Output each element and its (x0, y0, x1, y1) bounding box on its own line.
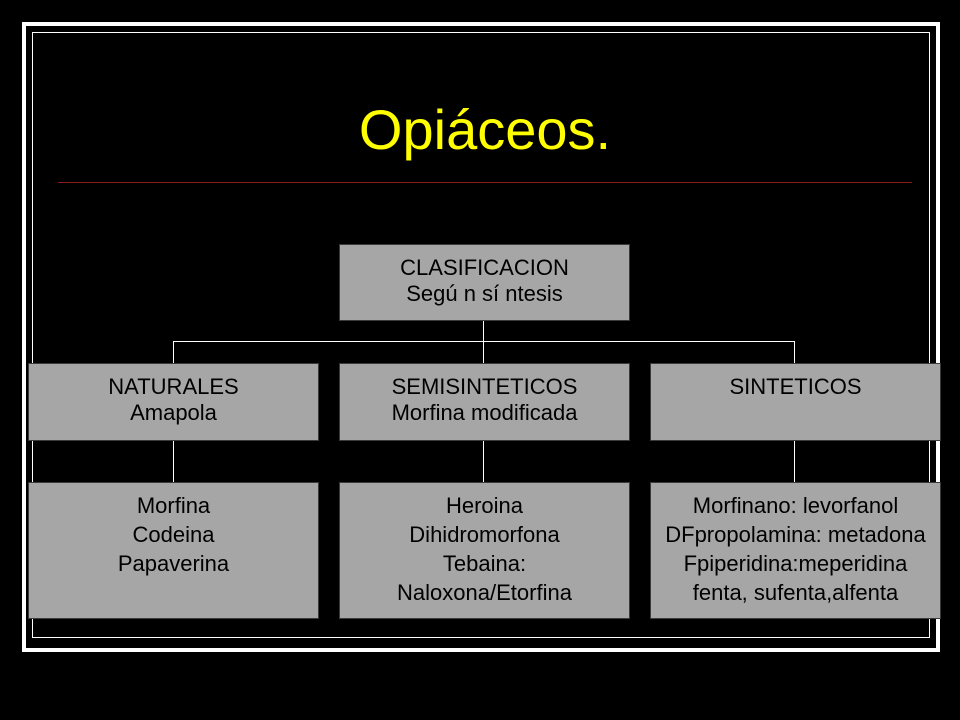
leaf-naturales-line-4 (29, 578, 318, 607)
leaf-naturales-line-2: Codeina (132, 522, 215, 547)
node-sinteticos: SINTETICOS (650, 363, 941, 441)
node-semisinteticos: SEMISINTETICOS Morfina modificada (339, 363, 630, 441)
leaf-sinteticos-line-3: Fpiperidina:meperidina (683, 551, 908, 576)
leaf-semisinteticos-line-3: Tebaina: (442, 551, 527, 576)
slide-frame-outer (22, 22, 940, 652)
connector-horizontal-bar (173, 341, 795, 342)
node-naturales-line-1: NATURALES (108, 374, 239, 399)
node-naturales-examples: Morfina Codeina Papaverina (28, 482, 319, 619)
connector-to-sinteticos (794, 341, 795, 363)
leaf-naturales-line-3: Papaverina (117, 551, 230, 576)
title-divider (58, 182, 912, 183)
connector-to-semisinteticos (483, 341, 484, 363)
node-clasificacion-line-2: Segú n sí ntesis (406, 281, 563, 306)
node-sinteticos-line-1: SINTETICOS (729, 374, 862, 399)
leaf-semisinteticos-line-1: Heroina (445, 493, 524, 518)
connector-semisinteticos-to-leaf (483, 441, 484, 482)
node-naturales: NATURALES Amapola (28, 363, 319, 441)
node-semisinteticos-examples: Heroina Dihidromorfona Tebaina: Naloxona… (339, 482, 630, 619)
leaf-semisinteticos-line-4: Naloxona/Etorfina (397, 580, 572, 605)
leaf-naturales-line-1: Morfina (136, 493, 211, 518)
leaf-sinteticos-line-2: DFpropolamina: metadona (665, 522, 926, 547)
connector-naturales-to-leaf (173, 441, 174, 482)
leaf-semisinteticos-line-2: Dihidromorfona (409, 522, 560, 547)
node-naturales-line-2: Amapola (130, 400, 217, 425)
connector-to-naturales (173, 341, 174, 363)
leaf-sinteticos-line-1: Morfinano: levorfanol (692, 493, 899, 518)
connector-root-down (483, 321, 484, 341)
node-semisinteticos-line-2: Morfina modificada (391, 400, 578, 425)
slide-title: Opiáceos. (358, 98, 612, 161)
node-clasificacion-line-1: CLASIFICACION (400, 255, 569, 280)
node-semisinteticos-line-1: SEMISINTETICOS (391, 374, 578, 399)
connector-sinteticos-to-leaf (794, 441, 795, 482)
node-clasificacion: CLASIFICACION Segú n sí ntesis (339, 244, 630, 321)
slide-frame-inner (32, 32, 930, 638)
leaf-sinteticos-line-4: fenta, sufenta,alfenta (692, 580, 899, 605)
node-sinteticos-examples: Morfinano: levorfanol DFpropolamina: met… (650, 482, 941, 619)
node-sinteticos-line-2 (651, 400, 940, 426)
